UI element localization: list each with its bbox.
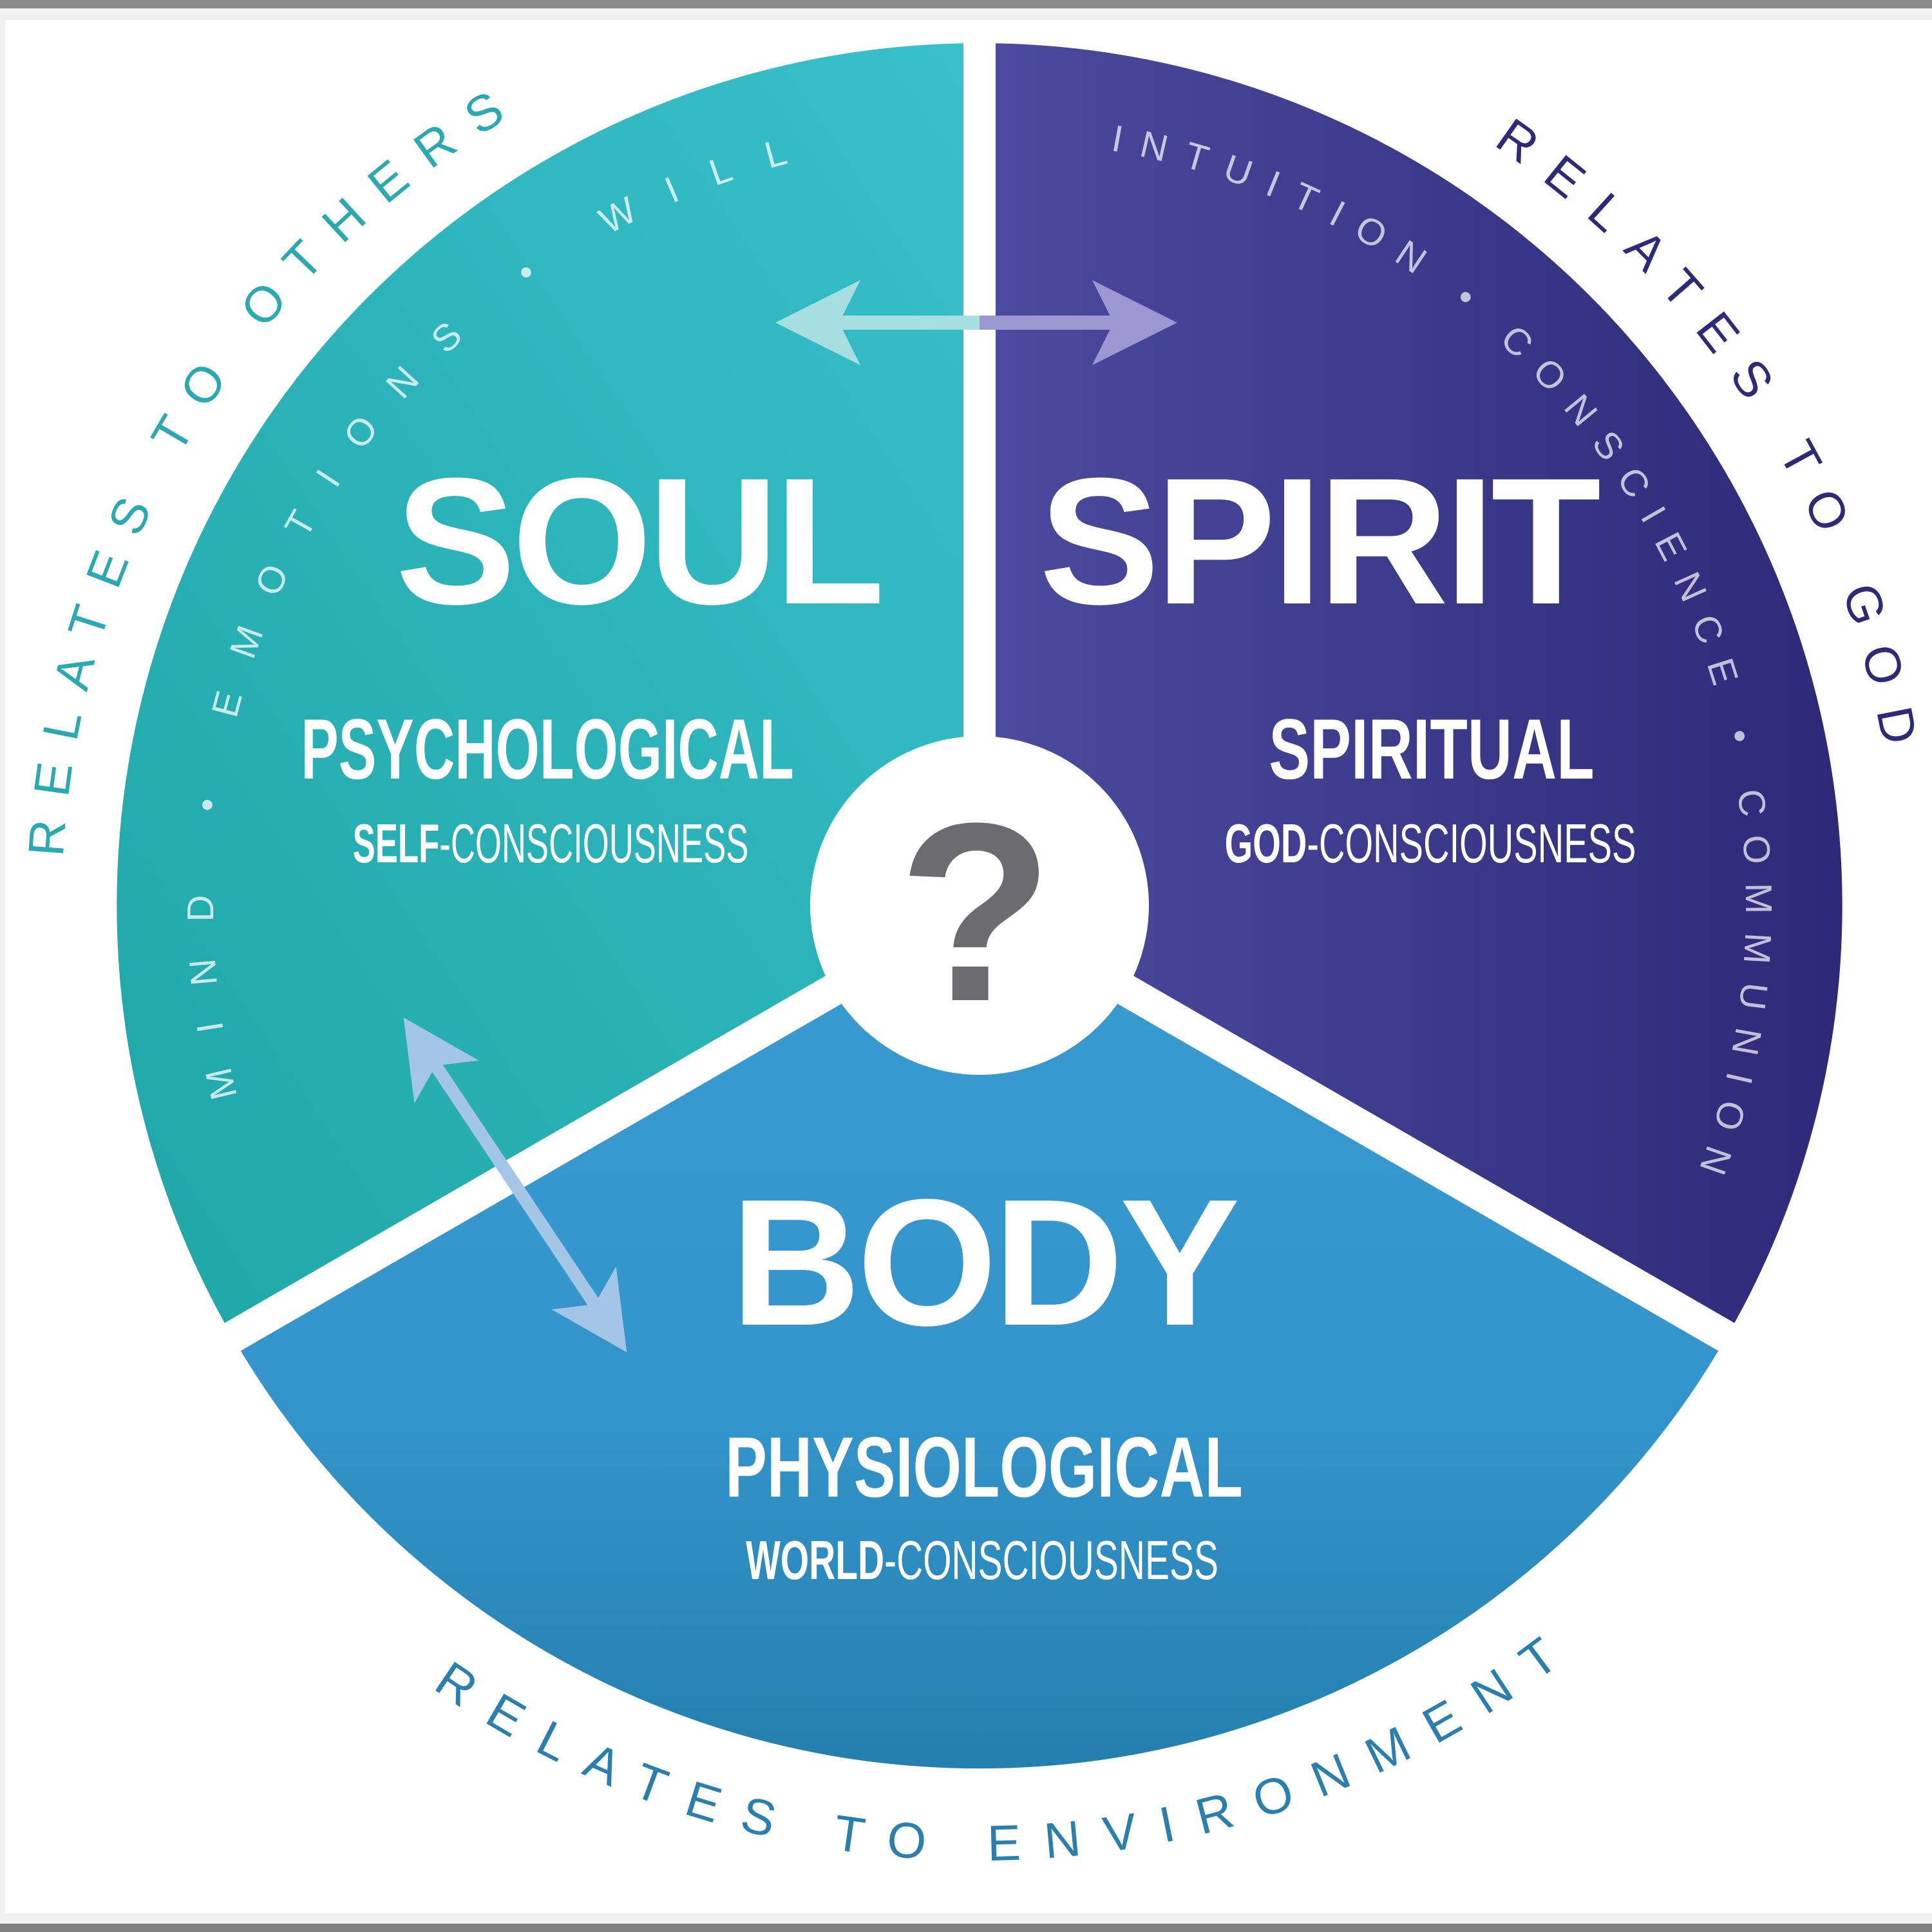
body-title: BODY bbox=[731, 1162, 1238, 1363]
soul-consciousness: SELF-CONSCIOUSNESS bbox=[353, 813, 749, 874]
soul-subtitle: PSYCHOLOGICAL bbox=[301, 701, 794, 797]
window-top-border bbox=[0, 0, 1932, 8]
spirit-subtitle: SPIRITUAL bbox=[1269, 701, 1594, 797]
frame-shade bbox=[0, 8, 1932, 20]
window-bottom-border bbox=[0, 1924, 1932, 1932]
spirit-consciousness-bold: GOD bbox=[1225, 813, 1307, 874]
soul-consciousness-rest: -CONSCIOUSNESS bbox=[439, 813, 748, 874]
soul-title: SOUL bbox=[395, 441, 882, 642]
frame-shade-bottom bbox=[0, 1913, 1932, 1924]
body-subtitle: PHYSIOLOGICAL bbox=[725, 1419, 1243, 1515]
body-consciousness-rest: -CONSCIOUSNESS bbox=[884, 1531, 1218, 1591]
soul-body-arrow bbox=[403, 1018, 627, 1352]
body-consciousness-bold: WORLD bbox=[746, 1531, 884, 1591]
body-consciousness: WORLD-CONSCIOUSNESS bbox=[746, 1531, 1218, 1591]
question-mark-icon: ? bbox=[898, 770, 1053, 1054]
spirit-title: SPIRIT bbox=[1039, 441, 1601, 642]
center-circle bbox=[810, 736, 1149, 1075]
spirit-consciousness: GOD-CONSCIOUSNESS bbox=[1225, 813, 1636, 874]
spirit-consciousness-rest: -CONSCIOUSNESS bbox=[1307, 813, 1636, 874]
soul-consciousness-bold: SELF bbox=[353, 813, 440, 874]
frame-shade-left bbox=[0, 8, 5, 1924]
